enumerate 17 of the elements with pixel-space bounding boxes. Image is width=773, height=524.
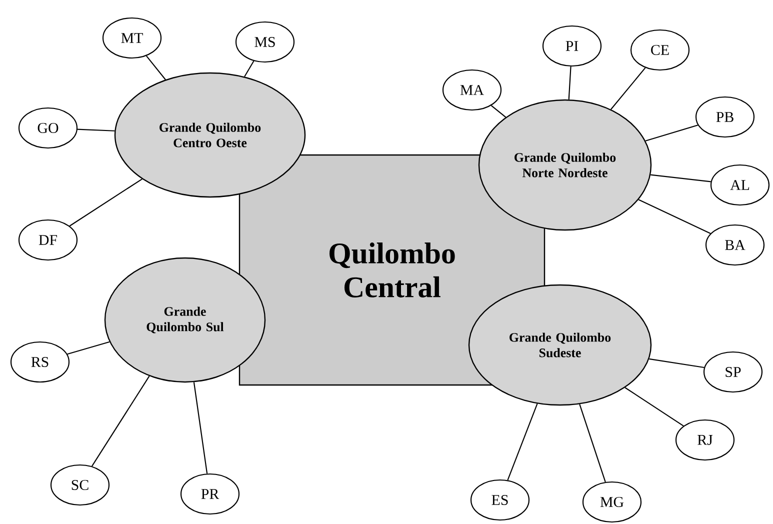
connector-line [77, 128, 115, 132]
connector-line [193, 382, 208, 474]
connector-line [579, 404, 606, 482]
connector-line [624, 387, 684, 426]
connector-line [649, 358, 704, 368]
connector-line [244, 60, 254, 77]
connector-line [610, 67, 646, 110]
connector-line [507, 404, 538, 480]
connector-line [146, 56, 166, 80]
connector-line [645, 124, 698, 142]
connector-line [69, 178, 142, 226]
connector-line [650, 174, 711, 182]
connector-line [568, 66, 572, 100]
connector-line [92, 376, 150, 466]
connector-line [638, 199, 711, 234]
connector-line [67, 341, 110, 355]
connector-line [490, 105, 506, 118]
